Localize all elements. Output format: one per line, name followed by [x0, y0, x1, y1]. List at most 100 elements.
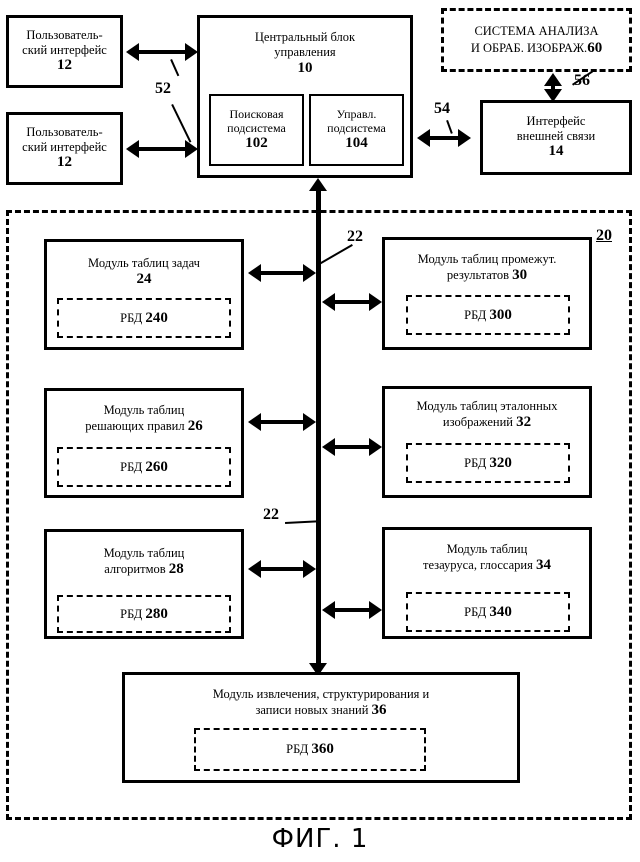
leader-52-upper [170, 59, 180, 77]
connector-module-34-line [333, 608, 373, 612]
rbd-360-label: РБД [286, 742, 309, 756]
rbd-300-number: 300 [489, 306, 512, 323]
module-knowledge-extraction-title-text: Модуль извлечения, структурирования и за… [212, 687, 430, 717]
arrow-module-32-left [322, 438, 335, 456]
arrow-module-32-right [369, 438, 382, 456]
module-reference-images-number: 32 [516, 413, 532, 430]
connector-54-line [428, 136, 462, 140]
connector-52-upper-line [137, 50, 187, 54]
external-comm-interface-box: Интерфейс внешней связи 14 [480, 100, 632, 175]
arrow-module-34-right [369, 601, 382, 619]
leader-52-lower [171, 104, 192, 143]
arrow-module-30-right [369, 293, 382, 311]
arrow-module-26-right [303, 413, 316, 431]
user-interface-upper-title: Пользователь- ский интерфейс [22, 27, 107, 57]
rbd-340-number: 340 [489, 603, 512, 620]
connector-52-lower-line [137, 147, 187, 151]
arrow-ext-comm-right [458, 129, 471, 147]
arrow-bus-to-central-unit [309, 178, 327, 191]
module-algorithms-title: Модуль таблиц алгоритмов 28 [100, 546, 189, 578]
arrow-module-24-right [303, 264, 316, 282]
connector-module-26-line [259, 420, 307, 424]
rbd-280-number: 280 [145, 605, 168, 622]
module-algorithms-number: 28 [168, 560, 184, 577]
arrow-ui-upper-right [185, 43, 198, 61]
arrow-module-30-left [322, 293, 335, 311]
external-analysis-system-title-text: СИСТЕМА АНАЛИЗА И ОБРАБ. ИЗОБРАЖ. [470, 23, 599, 55]
rbd-360-number: 360 [311, 741, 334, 757]
rbd-320-number: 320 [489, 454, 512, 471]
arrow-ui-lower-left [126, 140, 139, 158]
connector-module-32-line [333, 445, 373, 449]
user-interface-box-upper: Пользователь- ский интерфейс 12 [6, 15, 123, 88]
external-comm-interface-title: Интерфейс внешней связи [516, 113, 596, 143]
ref-label-20: 20 [596, 227, 612, 244]
connector-module-30-line [333, 300, 373, 304]
user-interface-lower-title: Пользователь- ский интерфейс [22, 124, 107, 154]
search-subsystem-box: Поисковая подсистема 102 [209, 94, 304, 166]
module-knowledge-extraction-number: 36 [371, 701, 387, 718]
control-subsystem-number: 104 [345, 135, 368, 152]
arrow-ui-lower-right [185, 140, 198, 158]
user-interface-box-lower: Пользователь- ский интерфейс 12 [6, 112, 123, 185]
ref-label-22-upper: 22 [347, 228, 363, 245]
central-control-unit-number: 10 [297, 59, 313, 76]
arrow-module-24-left [248, 264, 261, 282]
module-thesaurus-title: Модуль таблиц тезауруса, глоссария 34 [419, 542, 555, 574]
external-analysis-system-title: СИСТЕМА АНАЛИЗА И ОБРАБ. ИЗОБРАЖ.60 [467, 24, 606, 57]
search-subsystem-title: Поисковая подсистема [227, 107, 286, 136]
figure-caption: ФИГ. 1 [271, 824, 369, 854]
rbd-240-number: 240 [145, 309, 168, 326]
connector-module-28-line [259, 567, 307, 571]
rbd-260-number: 260 [145, 458, 168, 475]
user-interface-lower-number: 12 [57, 154, 72, 171]
module-reference-images-title-text: Модуль таблиц эталонных изображений [416, 399, 558, 429]
arrow-ext-comm-left [417, 129, 430, 147]
knowledge-base-bus-line [316, 188, 321, 675]
module-interim-results-title-text: Модуль таблиц промежут. результатов [417, 252, 557, 282]
rbd-240-label: РБД [120, 310, 143, 325]
search-subsystem-number: 102 [245, 135, 268, 152]
arrow-ui-upper-left [126, 43, 139, 61]
arrow-module-28-right [303, 560, 316, 578]
rbd-260-label: РБД [120, 459, 143, 474]
control-subsystem-box: Управл. подсистема 104 [309, 94, 404, 166]
external-comm-interface-number: 14 [548, 143, 564, 160]
module-knowledge-extraction-title: Модуль извлечения, структурирования и за… [209, 687, 434, 719]
connector-module-24-line [259, 271, 307, 275]
module-reference-images-title: Модуль таблиц эталонных изображений 32 [413, 399, 562, 431]
module-decision-rules-number: 26 [187, 417, 203, 434]
user-interface-upper-number: 12 [57, 57, 72, 74]
rbd-320-label: РБД [464, 455, 487, 470]
ref-label-54: 54 [434, 100, 450, 117]
module-interim-results-title: Модуль таблиц промежут. результатов 30 [414, 252, 561, 284]
ref-label-52: 52 [155, 80, 171, 97]
external-analysis-system-number: 60 [587, 39, 603, 56]
module-task-tables-title: Модуль таблиц задач [88, 256, 200, 270]
control-subsystem-title: Управл. подсистема [327, 107, 386, 136]
external-analysis-system-box: СИСТЕМА АНАЛИЗА И ОБРАБ. ИЗОБРАЖ.60 [441, 8, 632, 72]
module-thesaurus-title-text: Модуль таблиц тезауруса, глоссария [422, 542, 533, 572]
rbd-300-label: РБД [464, 307, 487, 322]
arrow-ext-analysis-up [544, 73, 562, 86]
module-decision-rules-title-text: Модуль таблиц решающих правил [85, 403, 185, 433]
arrow-ext-analysis-down [544, 89, 562, 102]
rbd-280-label: РБД [120, 606, 143, 621]
connector-56-line [551, 82, 555, 94]
leader-54 [446, 120, 453, 134]
module-thesaurus-number: 34 [536, 556, 551, 573]
arrow-module-34-left [322, 601, 335, 619]
arrow-module-28-left [248, 560, 261, 578]
module-algorithms-title-text: Модуль таблиц алгоритмов [103, 546, 185, 576]
module-decision-rules-title: Модуль таблиц решающих правил 26 [81, 403, 206, 435]
ref-label-22-lower: 22 [263, 506, 279, 523]
module-task-tables-number: 24 [136, 270, 152, 287]
